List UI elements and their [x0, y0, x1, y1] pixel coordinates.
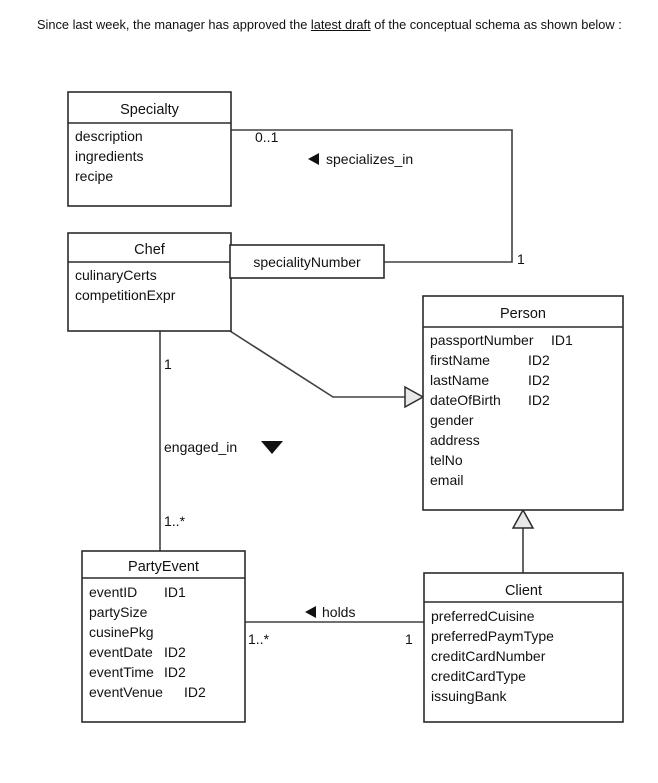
class-box-specialty-frame — [67, 91, 232, 207]
association-line-specializes-in — [231, 129, 513, 263]
multiplicity-holds-source: 1..* — [248, 631, 270, 647]
class-box-chef[interactable]: Chef culinaryCerts competitionExpr — [67, 232, 232, 332]
intro-text-before: Since last week, the manager has approve… — [37, 17, 311, 32]
class-name-person: Person — [500, 306, 546, 322]
intro-paragraph: Since last week, the manager has approve… — [37, 16, 637, 34]
association-specializes-in[interactable]: 0..1 1 specializes_in — [231, 129, 525, 267]
class-name-partyevent: PartyEvent — [128, 559, 199, 575]
attribute-id-tag: ID1 — [551, 332, 573, 348]
latest-draft-link[interactable]: latest draft — [310, 17, 371, 32]
attribute-name: firstName — [430, 352, 490, 368]
class-box-partyevent[interactable]: PartyEvent eventID ID1 partySize cusineP… — [81, 550, 246, 723]
attribute-id-tag: ID2 — [528, 352, 550, 368]
attribute-id-tag: ID2 — [528, 372, 550, 388]
multiplicity-engaged-in-target: 1..* — [164, 513, 186, 529]
multiplicity-engaged-in-source: 1 — [164, 356, 172, 372]
attribute-name: description — [75, 128, 143, 144]
attribute-name: dateOfBirth — [430, 392, 501, 408]
attribute-name: email — [430, 472, 463, 488]
attribute-name: telNo — [430, 452, 463, 468]
class-box-chef-frame — [67, 232, 232, 332]
association-class-name-specialitynumber: specialityNumber — [253, 254, 361, 270]
class-box-partyevent-frame — [81, 550, 246, 723]
attribute-name: gender — [430, 412, 474, 428]
left-triangle-icon-holds — [305, 606, 316, 618]
intro-text-after: of the conceptual schema as shown below … — [370, 17, 622, 32]
attribute-id-tag: ID2 — [164, 644, 186, 660]
attribute-name: creditCardNumber — [431, 648, 546, 664]
association-label-specializes-in: specializes_in — [326, 151, 413, 167]
attribute-name: culinaryCerts — [75, 267, 157, 283]
left-triangle-icon-specializes-in — [308, 153, 319, 165]
attribute-name: preferredPaymType — [431, 628, 554, 644]
attribute-name: ingredients — [75, 148, 144, 164]
attribute-name: passportNumber — [430, 332, 534, 348]
association-engaged-in[interactable]: 1 engaged_in 1..* — [159, 331, 283, 551]
attribute-id-tag: ID2 — [184, 684, 206, 700]
association-label-engaged-in: engaged_in — [164, 439, 237, 455]
class-box-client-frame — [423, 572, 624, 723]
class-box-person[interactable]: Person passportNumber ID1 firstName ID2 … — [422, 295, 624, 511]
attribute-name: eventTime — [89, 664, 154, 680]
class-box-specialty[interactable]: Specialty description ingredients recipe — [67, 91, 232, 207]
class-name-specialty: Specialty — [120, 102, 180, 118]
attribute-name: issuingBank — [431, 688, 507, 704]
attribute-name: eventID — [89, 584, 137, 600]
hollow-triangle-icon-chef-person — [404, 385, 425, 409]
association-class-specialitynumber[interactable]: specialityNumber — [229, 244, 385, 279]
association-label-holds: holds — [322, 604, 355, 620]
attribute-name: competitionExpr — [75, 287, 176, 303]
multiplicity-specializes-in-source: 0..1 — [255, 129, 279, 145]
attribute-id-tag: ID2 — [528, 392, 550, 408]
class-box-person-frame — [422, 295, 624, 511]
multiplicity-specializes-in-target: 1 — [517, 251, 525, 267]
generalization-chef-person[interactable] — [229, 330, 425, 409]
hollow-triangle-icon-client-person — [511, 508, 535, 529]
attribute-name: partySize — [89, 604, 148, 620]
attribute-name: eventVenue — [89, 684, 163, 700]
generalization-client-person[interactable] — [511, 508, 535, 573]
attribute-id-tag: ID1 — [164, 584, 186, 600]
generalization-line-chef-person — [229, 330, 405, 398]
multiplicity-holds-target: 1 — [405, 631, 413, 647]
association-class-specialitynumber-frame — [229, 244, 385, 279]
attribute-id-tag: ID2 — [164, 664, 186, 680]
attribute-name: lastName — [430, 372, 489, 388]
class-box-client[interactable]: Client preferredCuisine preferredPaymTyp… — [423, 572, 624, 723]
down-triangle-icon-engaged-in — [261, 441, 283, 454]
attribute-name: cusinePkg — [89, 624, 154, 640]
attribute-name: creditCardType — [431, 668, 526, 684]
attribute-name: address — [430, 432, 480, 448]
association-holds[interactable]: holds 1..* 1 — [245, 604, 424, 647]
class-name-chef: Chef — [134, 242, 166, 258]
attribute-name: eventDate — [89, 644, 153, 660]
attribute-name: preferredCuisine — [431, 608, 535, 624]
class-name-client: Client — [505, 583, 542, 599]
attribute-name: recipe — [75, 168, 113, 184]
